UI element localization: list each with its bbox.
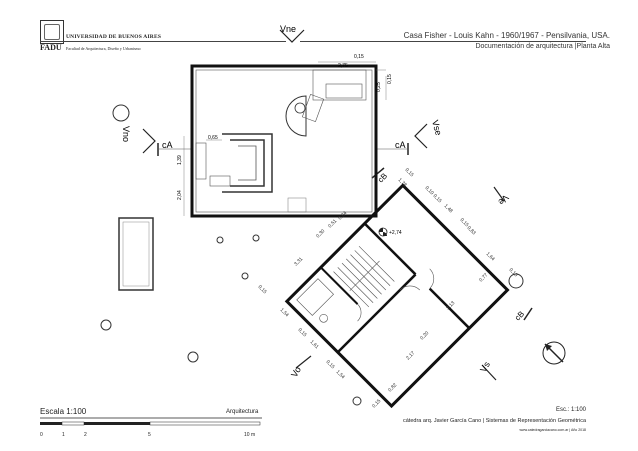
section-label-cb-bottom: cB — [513, 309, 526, 322]
dim-065: 0,65 — [208, 135, 218, 141]
dim-015-e: 0,15 — [297, 327, 308, 338]
dim-015-f: 0,15 — [325, 359, 336, 370]
header-rule-left — [40, 41, 286, 42]
view-marker-ve: Ve — [493, 186, 511, 208]
dim-010-b: 0,10 — [508, 267, 519, 278]
dim-313: 3,13 — [445, 300, 456, 311]
section-label-ca-right: cA — [395, 140, 406, 150]
view-label-vo: Vo — [289, 365, 303, 379]
header-rule-right — [300, 41, 586, 42]
faculty-short: FADU — [40, 43, 62, 52]
view-label-vse: Vse — [430, 119, 444, 137]
scale-tick-0: 0 — [40, 432, 43, 438]
section-cut-ca-left: cA — [157, 140, 192, 156]
section-cut-cb-bottom: cB — [513, 307, 533, 322]
drawing-subtitle: Documentación de arquitectura |Planta Al… — [475, 43, 610, 50]
view-label-vno: Vno — [121, 126, 131, 142]
dim-010: 0,10 — [424, 185, 435, 196]
scale-tick-1: 1 — [62, 432, 65, 438]
dim-161: 1,61 — [309, 339, 320, 350]
scale-label: Escala 1:100 — [40, 407, 87, 416]
dim-148: 1,48 — [443, 203, 454, 214]
view-label-vs: Vs — [478, 359, 492, 374]
dim-015-right: 0,15 — [387, 74, 393, 84]
dim-139: 1,39 — [177, 155, 183, 165]
section-label-ca-left: cA — [162, 140, 173, 150]
dim-025: 0,25 — [376, 82, 382, 92]
uba-logo — [40, 20, 64, 44]
dim-015-a: 0,15 — [404, 167, 415, 178]
dim-051: 0,51 — [327, 218, 338, 229]
dim-331: 3,31 — [293, 256, 304, 267]
faculty-full: Facultad de Arquitectura, Diseño y Urban… — [66, 46, 141, 51]
drawing-title: Casa Fisher - Louis Kahn - 1960/1967 - P… — [403, 31, 610, 40]
view-marker-vno: Vno — [121, 126, 156, 154]
scale-tick-10: 10 m — [244, 432, 256, 438]
level-label: +2,74 — [389, 230, 402, 236]
rotated-block — [284, 183, 510, 409]
dim-030: 0,30 — [315, 228, 326, 239]
university-name: UNIVERSIDAD DE BUENOS AIRES — [66, 34, 162, 40]
site-trees — [100, 104, 524, 406]
square-block — [183, 61, 387, 218]
dim-015-g: 0,15 — [371, 398, 382, 409]
dim-015-c: 0,15 — [459, 217, 470, 228]
level-marker: +2,74 — [378, 227, 402, 237]
dim-204: 2,04 — [177, 190, 183, 200]
pool — [118, 217, 154, 291]
dim-015-d: 0,15 — [257, 284, 268, 295]
dim-077: 0,77 — [478, 272, 489, 283]
view-label-ve: Ve — [496, 193, 511, 208]
view-marker-vne: Vne — [279, 24, 305, 43]
dim-164: 1,64 — [485, 251, 496, 262]
course-website: www.catedragarciacano.com.ar | Año 2018 — [519, 428, 586, 432]
dim-015-b: 0,15 — [432, 193, 443, 204]
dim-217: 2,17 — [405, 350, 416, 361]
dim-154: 1,54 — [279, 307, 290, 318]
view-marker-vse: Vse — [414, 119, 444, 149]
north-arrow-icon — [542, 341, 566, 365]
dim-083: 0,83 — [466, 225, 477, 236]
course-credit: cátedra arq. Javier García Cano | Sistem… — [402, 418, 586, 424]
section-type-label: Arquitectura — [226, 409, 259, 415]
dim-275: 2,75 — [338, 63, 348, 69]
view-marker-vo: Vo — [289, 355, 312, 379]
scale-tick-2: 2 — [84, 432, 87, 438]
dim-082: 0,82 — [387, 382, 398, 393]
dim-084: 0,84 — [337, 210, 348, 221]
view-marker-vs: Vs — [478, 359, 497, 381]
scale-note: Esc.: 1:100 — [555, 407, 586, 413]
dim-154-b: 1,54 — [335, 369, 346, 380]
scale-bar — [40, 417, 262, 426]
dim-015-top: 0,15 — [354, 54, 364, 60]
section-cut-ca-right: cA — [376, 140, 409, 155]
dim-178: 1,78 — [397, 177, 408, 188]
dim-020: 0,20 — [419, 330, 430, 341]
view-label-vne: Vne — [280, 24, 296, 34]
scale-tick-5: 5 — [148, 432, 151, 438]
